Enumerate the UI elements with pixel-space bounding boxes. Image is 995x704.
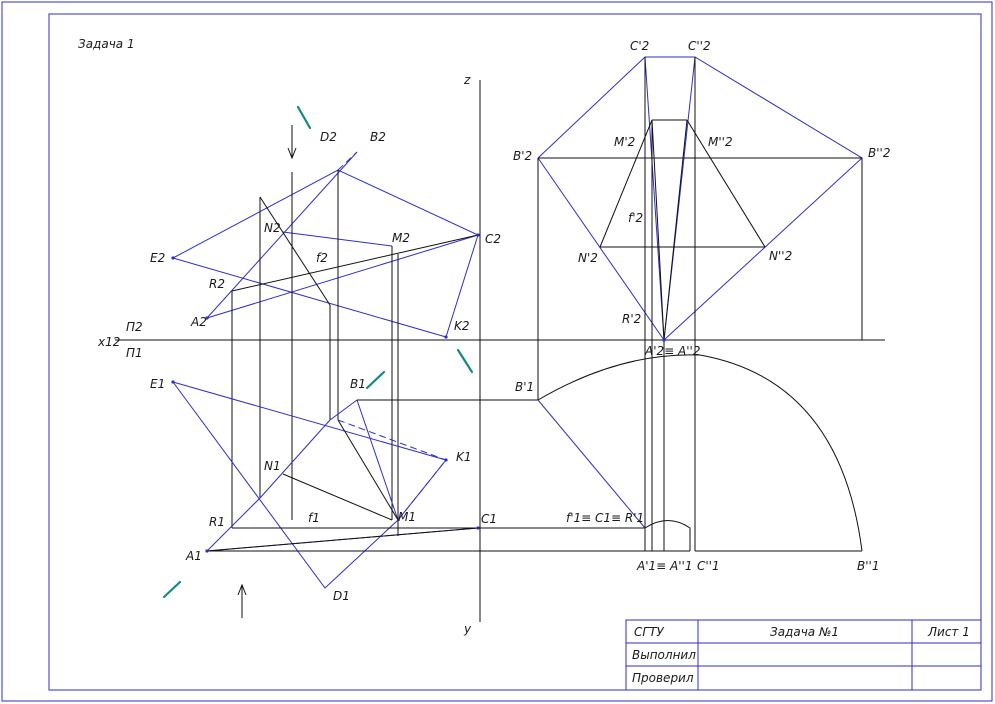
point-N1: N1 [264, 459, 281, 473]
point-E1: E1 [150, 377, 165, 391]
axis-z-label: z [463, 73, 471, 87]
point-N2: N2 [264, 221, 281, 235]
point-R1: R1 [209, 515, 225, 529]
point-B2: B2 [370, 130, 386, 144]
axis-y-label: y [463, 622, 472, 636]
title-block: СГТУ Задача №1 Лист 1 Выполнил Проверил [625, 619, 982, 691]
point-D1: D1 [333, 589, 350, 603]
view-arrows [237, 125, 297, 618]
point-A1-coincident: A'1≡ A''1 [636, 559, 692, 573]
point-B1: B1 [350, 377, 366, 391]
point-M2: M2 [392, 231, 410, 245]
title-block-checked: Проверил [632, 671, 694, 685]
point-R2-prime: R'2 [622, 312, 641, 326]
axis-x12-label: x12 [97, 335, 120, 349]
point-M2-prime: M'2 [614, 135, 635, 149]
title-block-title: Задача №1 [770, 625, 839, 639]
point-N2-prime: N'2 [578, 251, 598, 265]
inner-frame [48, 13, 982, 691]
plane-pi2-label: П2 [126, 320, 143, 334]
point-A2: A2 [190, 315, 207, 329]
point-B1-double-prime: B''1 [857, 559, 879, 573]
point-M2-double-prime: M''2 [708, 135, 733, 149]
title-block-org: СГТУ [634, 625, 664, 639]
point-E2: E2 [150, 251, 165, 265]
task-label: Задача 1 [78, 37, 135, 51]
point-M1: M1 [398, 510, 416, 524]
point-f1-coincident: f'1≡ C1≡ R'1 [566, 511, 644, 525]
section-marks [162, 105, 474, 599]
point-B1-prime: B'1 [515, 380, 534, 394]
point-markers [171, 233, 666, 553]
point-K1: K1 [456, 450, 472, 464]
point-A1: A1 [185, 549, 202, 563]
plane-pi1-label: П1 [126, 346, 143, 360]
point-B2-double-prime: B''2 [868, 146, 890, 160]
point-C2-double-prime: C''2 [688, 39, 711, 53]
point-C2-prime: C'2 [630, 39, 649, 53]
point-A2-coincident: A'2≡ A''2 [644, 344, 700, 358]
front-projection [172, 151, 479, 536]
point-R2: R2 [209, 277, 225, 291]
title-block-done: Выполнил [632, 648, 696, 662]
point-f1: f1 [308, 511, 320, 525]
point-f2: f2 [316, 251, 328, 265]
projection-axes [115, 80, 885, 622]
point-C1-double-prime: C''1 [697, 559, 720, 573]
point-B2-prime: B'2 [513, 149, 532, 163]
top-projection [172, 381, 690, 589]
point-C2: C2 [485, 232, 501, 246]
point-N2-double-prime: N''2 [769, 249, 792, 263]
point-D2: D2 [320, 130, 337, 144]
point-C1: C1 [481, 512, 497, 526]
title-block-sheet: Лист 1 [927, 625, 970, 639]
point-K2: K2 [454, 319, 470, 333]
point-f2-prime: f'2 [628, 211, 643, 225]
auxiliary-projection [537, 56, 863, 552]
